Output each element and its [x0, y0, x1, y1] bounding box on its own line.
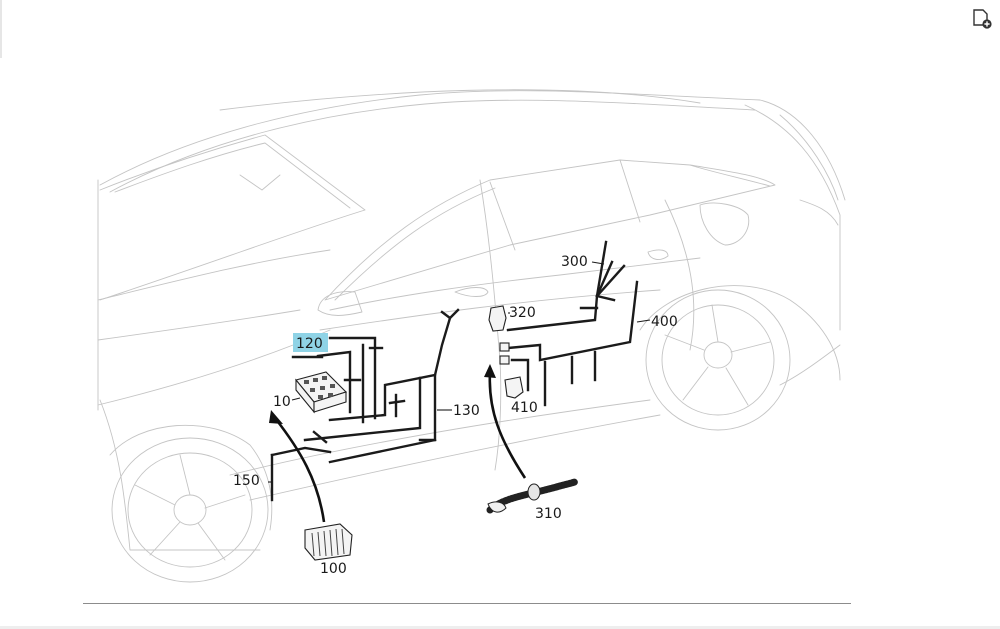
wiring-harness: [270, 240, 639, 502]
pointer-arrows: [269, 364, 527, 523]
bottom-divider: [83, 603, 851, 604]
connector-410: [504, 376, 524, 399]
callout-100[interactable]: 100: [320, 561, 347, 577]
callout-320[interactable]: 320: [509, 305, 536, 321]
document-add-icon[interactable]: [971, 8, 993, 30]
control-unit-10: [295, 371, 348, 414]
callout-120[interactable]: 120: [296, 336, 323, 352]
rear-wheel: [639, 285, 841, 431]
car-windshield: [99, 134, 366, 301]
car-roof-line: [99, 90, 846, 201]
connector-320: [488, 305, 510, 365]
module-100: [304, 523, 353, 561]
leader-lines: [268, 261, 651, 483]
car-side-windows: [324, 159, 776, 301]
footer-strip: [0, 626, 1000, 629]
callout-labels: 120 10 130 150 100 300 320 400 410 310: [233, 254, 678, 577]
front-wheel: [109, 424, 273, 583]
car-outline: [97, 89, 846, 583]
callout-400[interactable]: 400: [651, 314, 678, 330]
car-door-seam: [479, 179, 502, 471]
grommet-310: [486, 478, 579, 514]
callout-130[interactable]: 130: [453, 403, 480, 419]
callout-300[interactable]: 300: [561, 254, 588, 270]
left-panel-edge: [0, 0, 2, 58]
callout-150[interactable]: 150: [233, 473, 260, 489]
callout-410[interactable]: 410: [511, 400, 538, 416]
callout-highlight-120: [293, 333, 328, 352]
callout-10[interactable]: 10: [273, 394, 291, 410]
callout-310[interactable]: 310: [535, 506, 562, 522]
arrow-310-to-410: [488, 371, 527, 479]
arrow-100-to-10: [273, 417, 326, 523]
car-sill-line: [229, 399, 651, 476]
